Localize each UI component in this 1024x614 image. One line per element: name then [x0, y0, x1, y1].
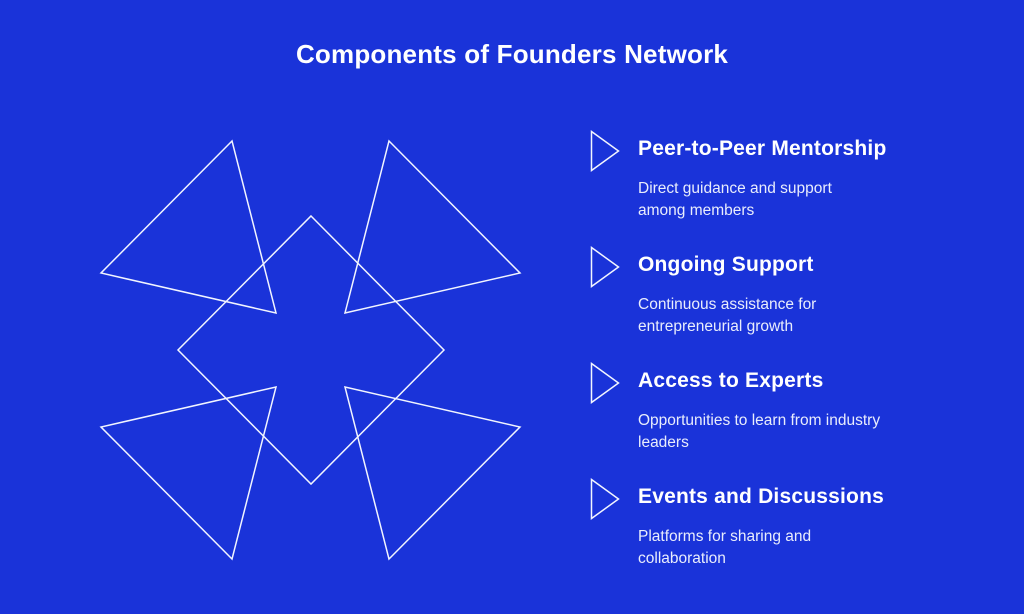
item-text-block: Peer-to-Peer Mentorship Direct guidance … — [638, 130, 886, 222]
item-description: Platforms for sharing and collaboration — [638, 526, 884, 570]
page-title: Components of Founders Network — [295, 39, 729, 69]
triangle-bullet-icon — [590, 130, 620, 172]
triangle-bullet-icon — [590, 478, 620, 520]
list-item-events: Events and Discussions Platforms for sha… — [590, 478, 990, 570]
item-heading: Access to Experts — [638, 369, 824, 392]
description-line: collaboration — [638, 550, 726, 567]
triangle-shape-1 — [99, 139, 278, 315]
item-text-block: Ongoing Support Continuous assistance fo… — [638, 246, 816, 338]
description-line: among members — [638, 202, 755, 219]
item-description: Opportunities to learn from industry lea… — [638, 410, 880, 454]
list-item-experts: Access to Experts Opportunities to learn… — [590, 362, 990, 454]
list-item-mentorship: Peer-to-Peer Mentorship Direct guidance … — [590, 130, 990, 222]
triangle-bullet-icon — [590, 246, 620, 288]
list-item-support: Ongoing Support Continuous assistance fo… — [590, 246, 990, 338]
item-heading: Peer-to-Peer Mentorship — [638, 137, 887, 160]
item-description: Direct guidance and support among member… — [638, 178, 886, 222]
description-line: Opportunities to learn from industry — [638, 412, 881, 429]
item-text-block: Access to Experts Opportunities to learn… — [638, 362, 880, 454]
description-line: entrepreneurial growth — [638, 318, 794, 335]
description-line: Continuous assistance for — [638, 296, 817, 313]
diamond-shape — [176, 214, 446, 486]
triangle-bullet-icon — [590, 362, 620, 404]
item-heading: Events and Discussions — [638, 485, 884, 508]
triangle-shape-3 — [99, 385, 278, 561]
triangle-shape-4 — [343, 385, 522, 561]
description-line: Direct guidance and support — [638, 180, 832, 197]
description-line: leaders — [638, 434, 689, 451]
item-text-block: Events and Discussions Platforms for sha… — [638, 478, 884, 570]
description-line: Platforms for sharing and — [638, 528, 812, 545]
item-description: Continuous assistance for entrepreneuria… — [638, 294, 816, 338]
triangle-shape-2 — [343, 139, 522, 315]
item-heading: Ongoing Support — [638, 253, 814, 276]
